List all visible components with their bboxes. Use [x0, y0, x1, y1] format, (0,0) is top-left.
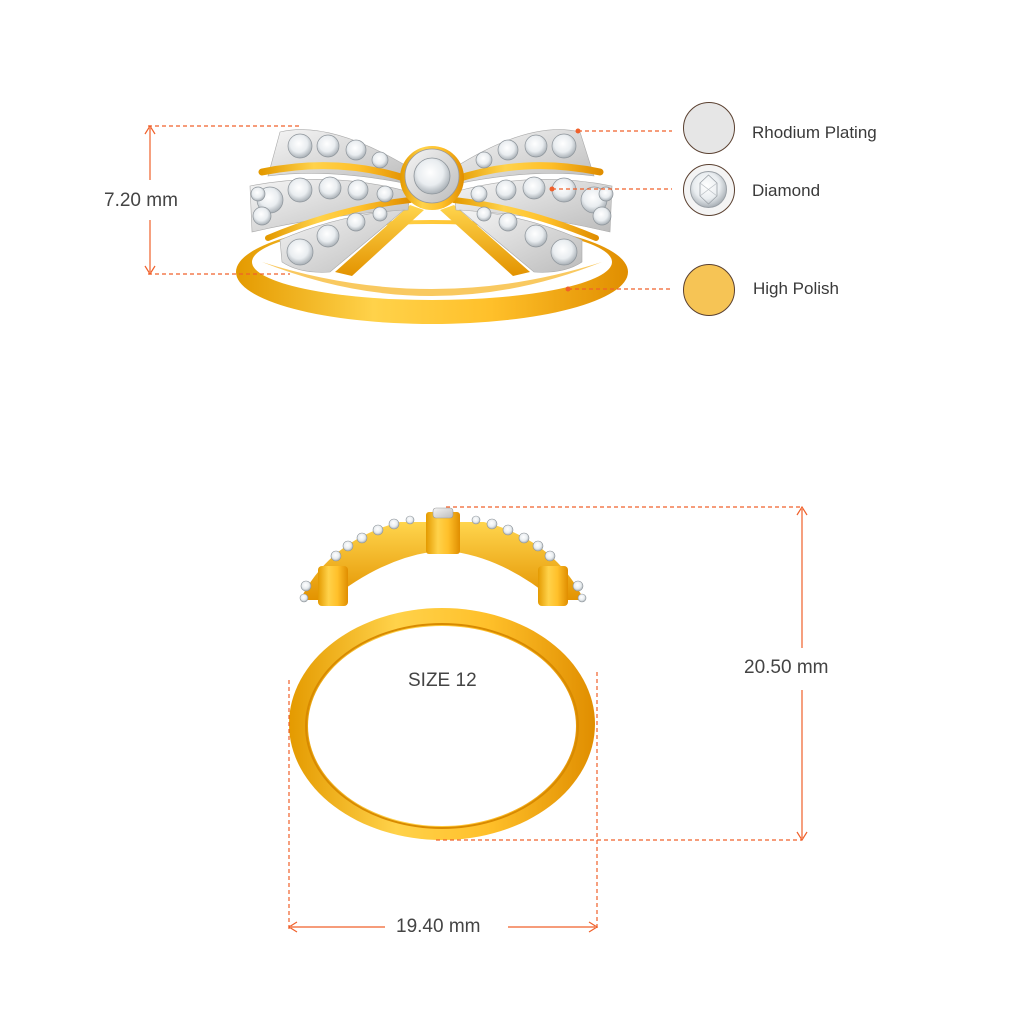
top-diamonds-right	[470, 133, 614, 266]
width-front-label: 19.40 mm	[396, 916, 481, 937]
legend-label-rhodium: Rhodium Plating	[752, 123, 877, 142]
rhodium-swatch	[683, 102, 735, 154]
height-top-label: 7.20 mm	[104, 190, 178, 211]
front-band-inner	[308, 626, 576, 826]
legend-label-high-polish: High Polish	[753, 279, 839, 298]
legend-label-diamond: Diamond	[752, 181, 821, 200]
high-polish-swatch	[683, 264, 735, 316]
diamond-icon	[690, 171, 727, 208]
top-dimension-lines	[144, 124, 672, 290]
top-diamonds-left	[250, 133, 394, 266]
front-view-ring	[289, 507, 595, 840]
top-view-ring	[236, 129, 628, 324]
front-center-setting	[426, 512, 460, 554]
front-diamonds	[299, 515, 587, 603]
front-dimension-lines	[287, 505, 808, 933]
top-center-diamond	[413, 157, 451, 195]
diamond-swatch	[683, 164, 735, 216]
ring-size-label: SIZE 12	[408, 670, 477, 691]
height-front-label: 20.50 mm	[744, 657, 829, 678]
